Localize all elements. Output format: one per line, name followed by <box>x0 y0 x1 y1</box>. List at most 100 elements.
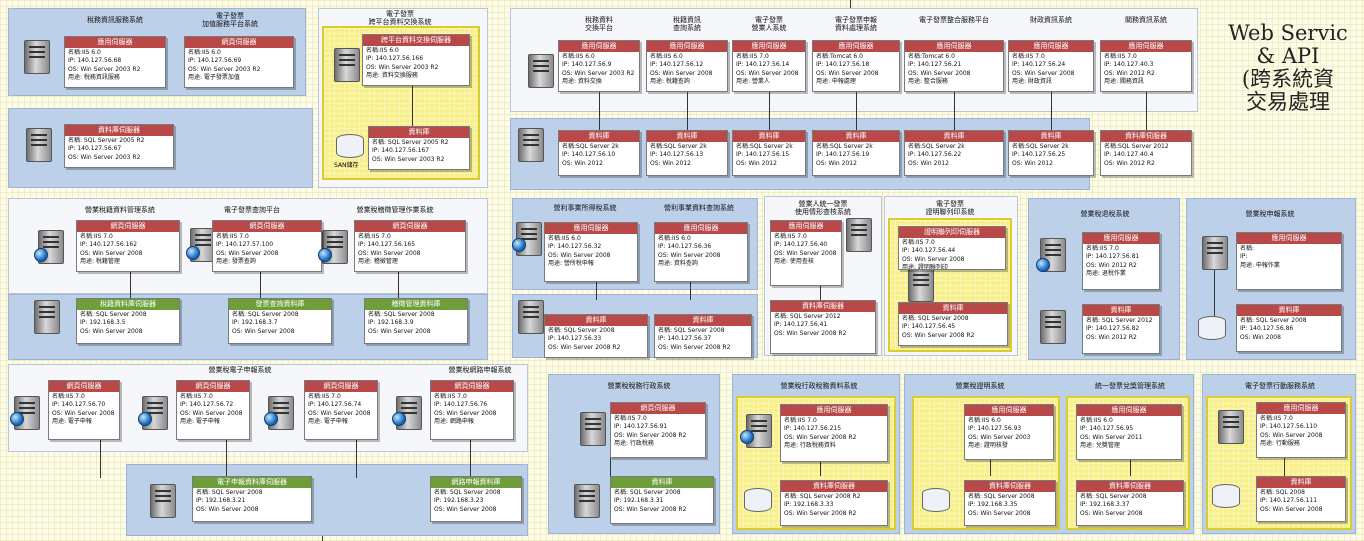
card-header: 資料庫 <box>559 131 639 142</box>
db-server-icon <box>1040 310 1066 344</box>
card-line: IP: 140.127.40.4 <box>1104 151 1154 159</box>
system-title: 營業稅行政稅務資料系統 <box>780 382 858 390</box>
server-icon <box>908 268 934 302</box>
card-header: 應用伺服器 <box>655 223 747 234</box>
card-line: OS: Win Server 2008 <box>1080 509 1143 517</box>
card-header: 網路申報資料庫 <box>431 477 521 488</box>
card-header: 應用伺服器 <box>647 41 727 52</box>
server-icon <box>846 218 872 252</box>
connector <box>687 92 688 130</box>
system-title: 營業稅稽徵管理作業系統 <box>356 206 434 214</box>
card-header: 資料庫伺服器 <box>65 125 173 136</box>
connector <box>1284 456 1285 476</box>
web-service-line: 交易處理 <box>1246 90 1330 114</box>
server-card[interactable]: 應用伺服器名稱:IP:用途: 申報作業 <box>1236 232 1342 290</box>
card-line: 名稱:IIS 7.0 <box>308 393 341 400</box>
server-icon <box>1202 236 1228 270</box>
card-line: 用途: 電子發票加值 <box>188 74 240 82</box>
card-line: 名稱: SQL Server 2008 <box>968 493 1035 500</box>
card-line: 名稱: SQL Server 2008 <box>368 311 435 318</box>
card-line: OS: Win 2012 <box>908 159 949 167</box>
card-line: IP: 140.127.56.67 <box>68 145 122 153</box>
card-header: 網頁伺服器 <box>355 221 465 232</box>
card-line: OS: Win Server 2008 <box>358 249 421 257</box>
globe-icon <box>10 412 24 426</box>
card-header: 網頁伺服器 <box>213 221 321 232</box>
server-icon <box>528 54 554 88</box>
card-line: IP: 140.127.56.45 <box>902 323 956 331</box>
card-line: OS: Win Server 2008 <box>1012 69 1075 77</box>
card-line: 名稱:IIS 7.0 <box>1104 53 1137 60</box>
card-line: OS: Win Server 2008 R2 <box>658 343 731 351</box>
connector <box>100 440 101 478</box>
system-title: 財政資訊系統 <box>1030 16 1072 24</box>
card-header: 應用伺服器 <box>1237 233 1341 244</box>
card-line: OS: Win 2012 <box>562 159 603 167</box>
card-line: 用途: 整合服務 <box>908 78 948 86</box>
card-line: 用途: 網路申報 <box>434 418 474 426</box>
disk-icon <box>744 488 772 512</box>
card-header: 網頁伺服器 <box>49 381 119 392</box>
connector <box>610 448 611 478</box>
card-line: IP: 140.127.40.3 <box>1104 61 1154 69</box>
card-line: IP: 140.127.56.9 <box>562 61 612 69</box>
connector <box>596 282 597 300</box>
card-line: OS: Win Server 2008 <box>180 409 243 417</box>
card-line: IP: 140.127.56.215 <box>784 425 842 433</box>
card-line: 用途: 電子申報 <box>308 418 348 426</box>
card-line: OS: Win Server 2008 <box>650 69 713 77</box>
